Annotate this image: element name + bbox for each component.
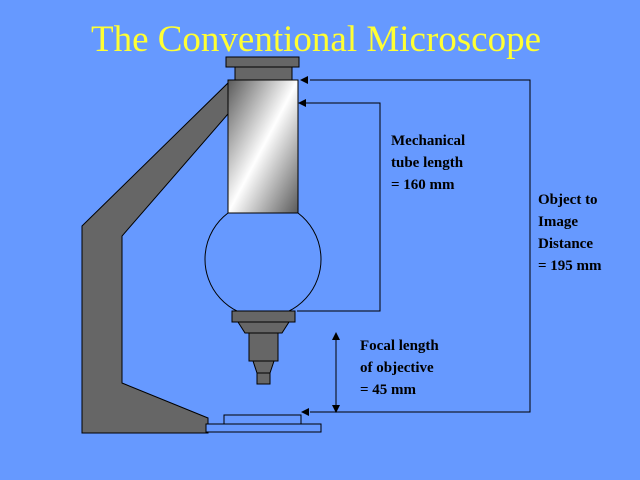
tube-length-line-3: = 160 mm — [391, 177, 455, 193]
nosepiece — [231, 310, 296, 323]
eyepiece-cap — [225, 56, 300, 68]
distance-line-2: Image — [538, 214, 578, 230]
stage-plate — [205, 423, 322, 433]
focal-length-arrow-bottom — [332, 405, 340, 413]
slide-title: The Conventional Microscope — [90, 19, 542, 60]
focal-length-label: Focal length of objective = 45 mm — [360, 335, 439, 401]
object-image-arrow-top — [300, 76, 308, 84]
object-image-bracket — [310, 79, 531, 413]
object-image-arrow-bottom — [301, 408, 309, 416]
distance-line-1: Object to — [538, 192, 598, 208]
distance-line-3: Distance — [538, 236, 593, 252]
specimen-slide — [223, 414, 302, 425]
distance-line-4: = 195 mm — [538, 258, 602, 274]
objective-lens — [252, 360, 275, 374]
object-image-distance-label: Object to Image Distance = 195 mm — [538, 189, 602, 277]
tube-length-line-2: tube length — [391, 155, 464, 171]
focal-length-line-1: Focal length — [360, 338, 439, 354]
tube-length-arrow — [298, 99, 306, 107]
focal-length-line-2: of objective — [360, 360, 434, 376]
body-tube — [227, 79, 299, 214]
focal-length-arrow-top — [332, 332, 340, 340]
objective-body — [248, 332, 279, 362]
tube-length-label: Mechanical tube length = 160 mm — [391, 130, 465, 196]
tube-length-bracket — [297, 102, 381, 312]
objective-tip — [256, 372, 271, 385]
tube-length-line-1: Mechanical — [391, 133, 466, 149]
bulb — [204, 212, 322, 318]
objective-collar — [237, 321, 290, 334]
focal-length-line-3: = 45 mm — [360, 382, 417, 398]
